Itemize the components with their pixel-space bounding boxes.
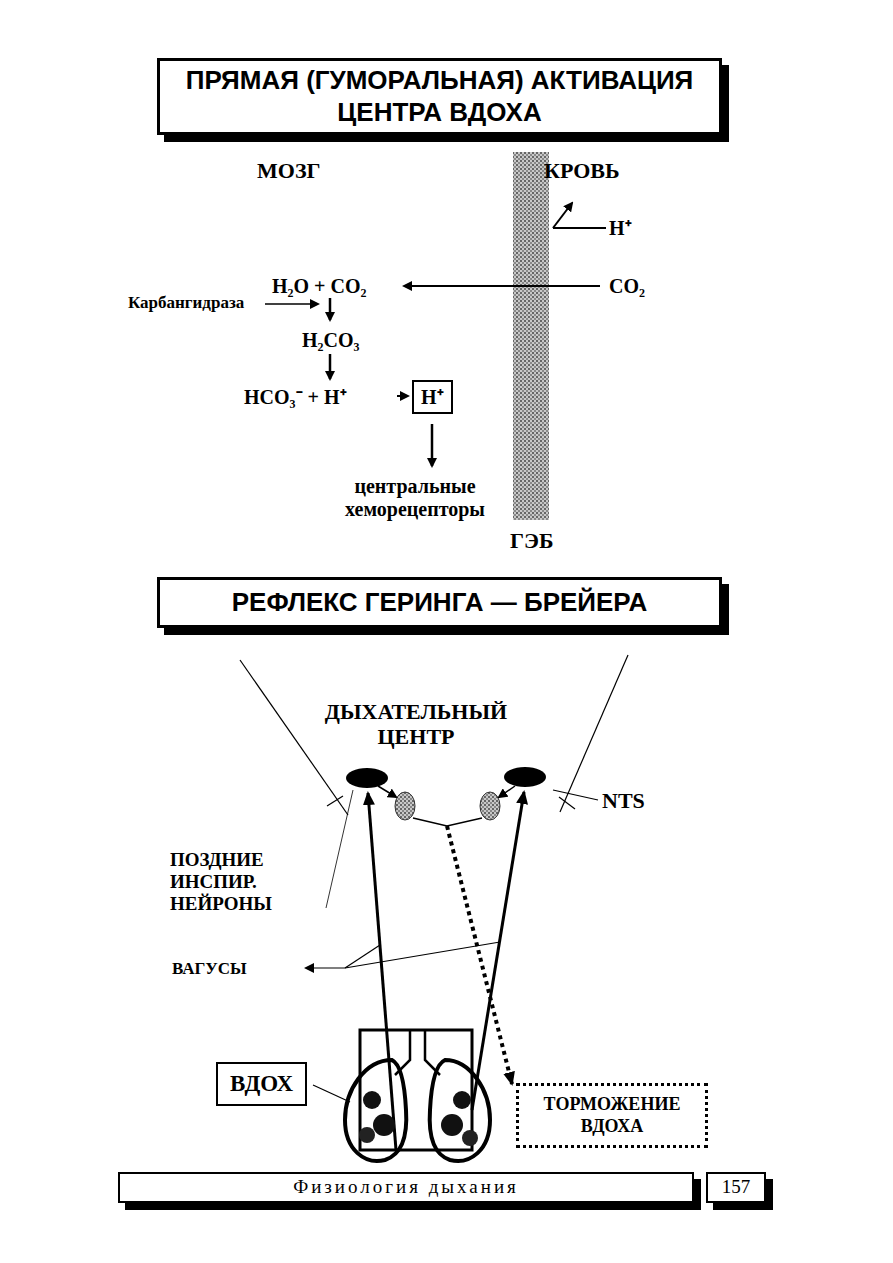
- formula-label: H₂CO₃: [302, 329, 360, 352]
- ion-box: H⁺: [412, 380, 453, 414]
- formula-label: CO₂: [609, 275, 645, 298]
- region-label: МОЗГ: [257, 158, 321, 183]
- box-text: ВДОХ: [230, 1070, 293, 1098]
- nerve-label: ВАГУСЫ: [172, 959, 247, 979]
- box-text: Физиология дыхания: [293, 1176, 519, 1199]
- formula-label: H₂O + CO₂: [272, 275, 367, 298]
- box-text: H⁺: [421, 385, 444, 409]
- box-text: ПРЯМАЯ (ГУМОРАЛЬНАЯ) АКТИВАЦИЯ ЦЕНТРА ВД…: [180, 65, 699, 127]
- heading-box: РЕФЛЕКС ГЕРИНГА — БРЕЙЕРА: [157, 577, 722, 628]
- heading-box: ПРЯМАЯ (ГУМОРАЛЬНАЯ) АКТИВАЦИЯ ЦЕНТРА ВД…: [157, 58, 722, 135]
- inhibition-box: ТОРМОЖЕНИЕ ВДОХА: [516, 1083, 708, 1148]
- formula-label: HCO₃⁻ + H⁺: [244, 386, 347, 409]
- region-label: КРОВЬ: [544, 158, 620, 183]
- enzyme-label: Карбангидраза: [128, 293, 244, 313]
- box-text: ТОРМОЖЕНИЕ ВДОХА: [537, 1094, 687, 1137]
- barrier-bar: [513, 152, 549, 520]
- ion-label: H⁺: [609, 217, 632, 240]
- receptor-label: центральные хеморецепторы: [325, 475, 505, 521]
- box-text: 157: [722, 1176, 751, 1199]
- lungs: [345, 1030, 490, 1161]
- box-text: РЕФЛЕКС ГЕРИНГА — БРЕЙЕРА: [232, 587, 647, 618]
- neuron-label: ПОЗДНИЕ ИНСПИР. НЕЙРОНЫ: [170, 849, 310, 915]
- page-number-box: 157: [706, 1172, 766, 1203]
- process-box: ВДОХ: [216, 1062, 307, 1106]
- center-label: ДЫХАТЕЛЬНЫЙ ЦЕНТР: [301, 699, 531, 750]
- footer-box: Физиология дыхания: [118, 1172, 694, 1203]
- barrier-label: ГЭБ: [510, 528, 553, 553]
- nucleus-label: NTS: [602, 788, 645, 813]
